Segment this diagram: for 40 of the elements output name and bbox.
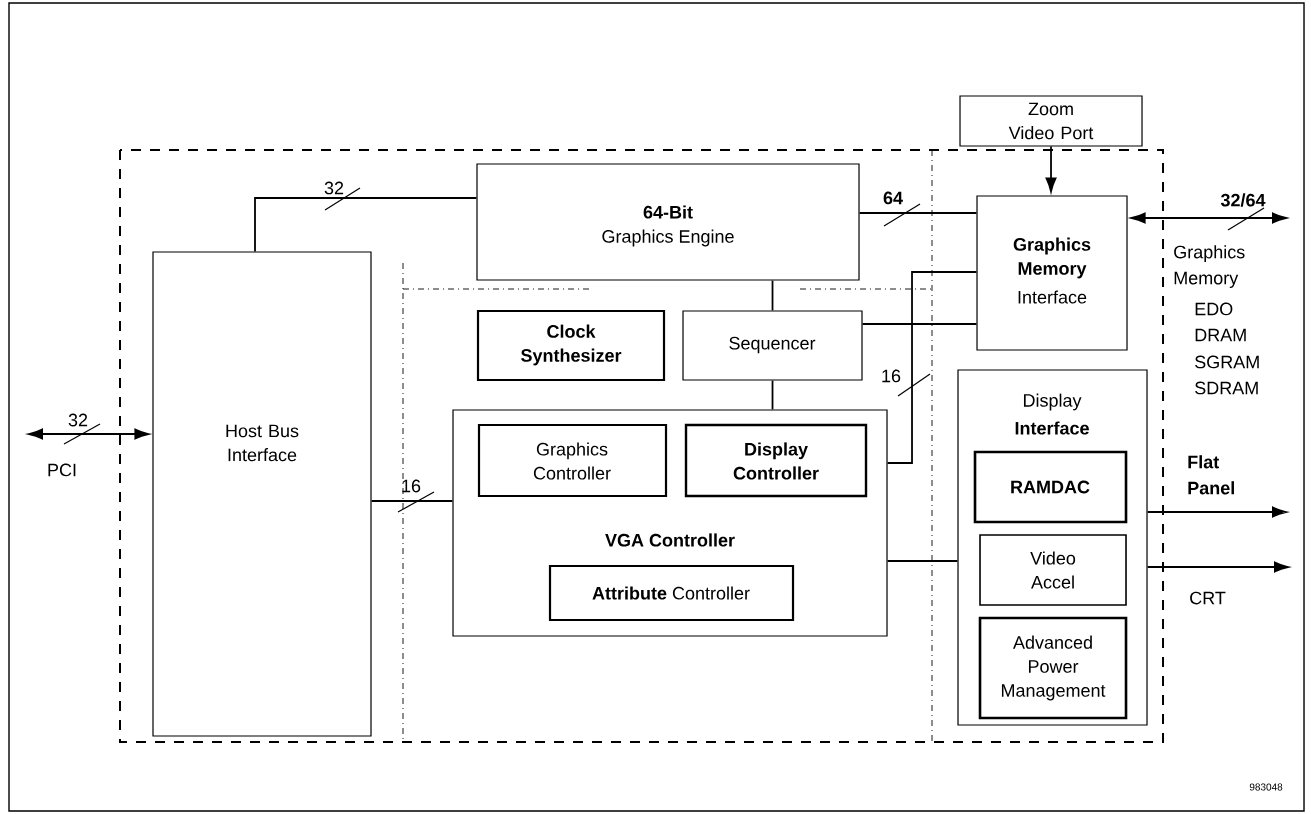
engine-box: 64-Bit Graphics Engine xyxy=(476,163,860,281)
text-label: SDRAM xyxy=(1195,381,1258,395)
edge-label: 64 xyxy=(883,191,903,205)
text-label: CRT xyxy=(1190,591,1226,605)
connector xyxy=(28,428,150,440)
edge-label: 32 xyxy=(68,413,88,427)
block-box: Video Accel xyxy=(979,534,1127,606)
edge-label: 32 xyxy=(324,181,344,195)
block-box: Sequencer xyxy=(682,310,863,381)
block-box: RAMDAC xyxy=(973,450,1128,524)
connector xyxy=(370,500,454,502)
connector xyxy=(254,197,478,253)
text-label: Flat Panel xyxy=(1188,455,1234,495)
block-box: Clock Synthesizer xyxy=(476,309,666,382)
block-box: Advanced Power Management xyxy=(978,616,1128,720)
interface-box: Host Bus Interface xyxy=(152,251,372,737)
block-box: Display Controller xyxy=(684,423,868,498)
text-label: DRAM xyxy=(1195,328,1246,342)
connector xyxy=(771,379,774,411)
port-box: Zoom Video Port xyxy=(959,95,1143,147)
connector xyxy=(771,279,774,312)
text-label: Graphics Memory xyxy=(1174,245,1245,288)
block-box: Attribute Controller xyxy=(548,564,795,622)
connector xyxy=(886,271,978,464)
block-box: Graphics Controller xyxy=(477,423,668,498)
connector xyxy=(1146,506,1287,518)
connector xyxy=(886,560,959,562)
interface-box: Graphics Memory Interface xyxy=(976,195,1128,351)
text-label: 983048 xyxy=(1249,783,1283,791)
text-label: EDO xyxy=(1195,302,1233,316)
connector xyxy=(1146,561,1289,573)
text-label: SGRAM xyxy=(1195,355,1259,369)
connector xyxy=(858,212,978,214)
edge-label: 16 xyxy=(402,479,421,493)
edge-label: 32/64 xyxy=(1220,193,1266,207)
connector xyxy=(1130,212,1287,224)
connector xyxy=(1045,145,1057,193)
text-label: PCI xyxy=(48,463,76,477)
connector xyxy=(861,323,978,325)
edge-label: 16 xyxy=(882,369,901,383)
